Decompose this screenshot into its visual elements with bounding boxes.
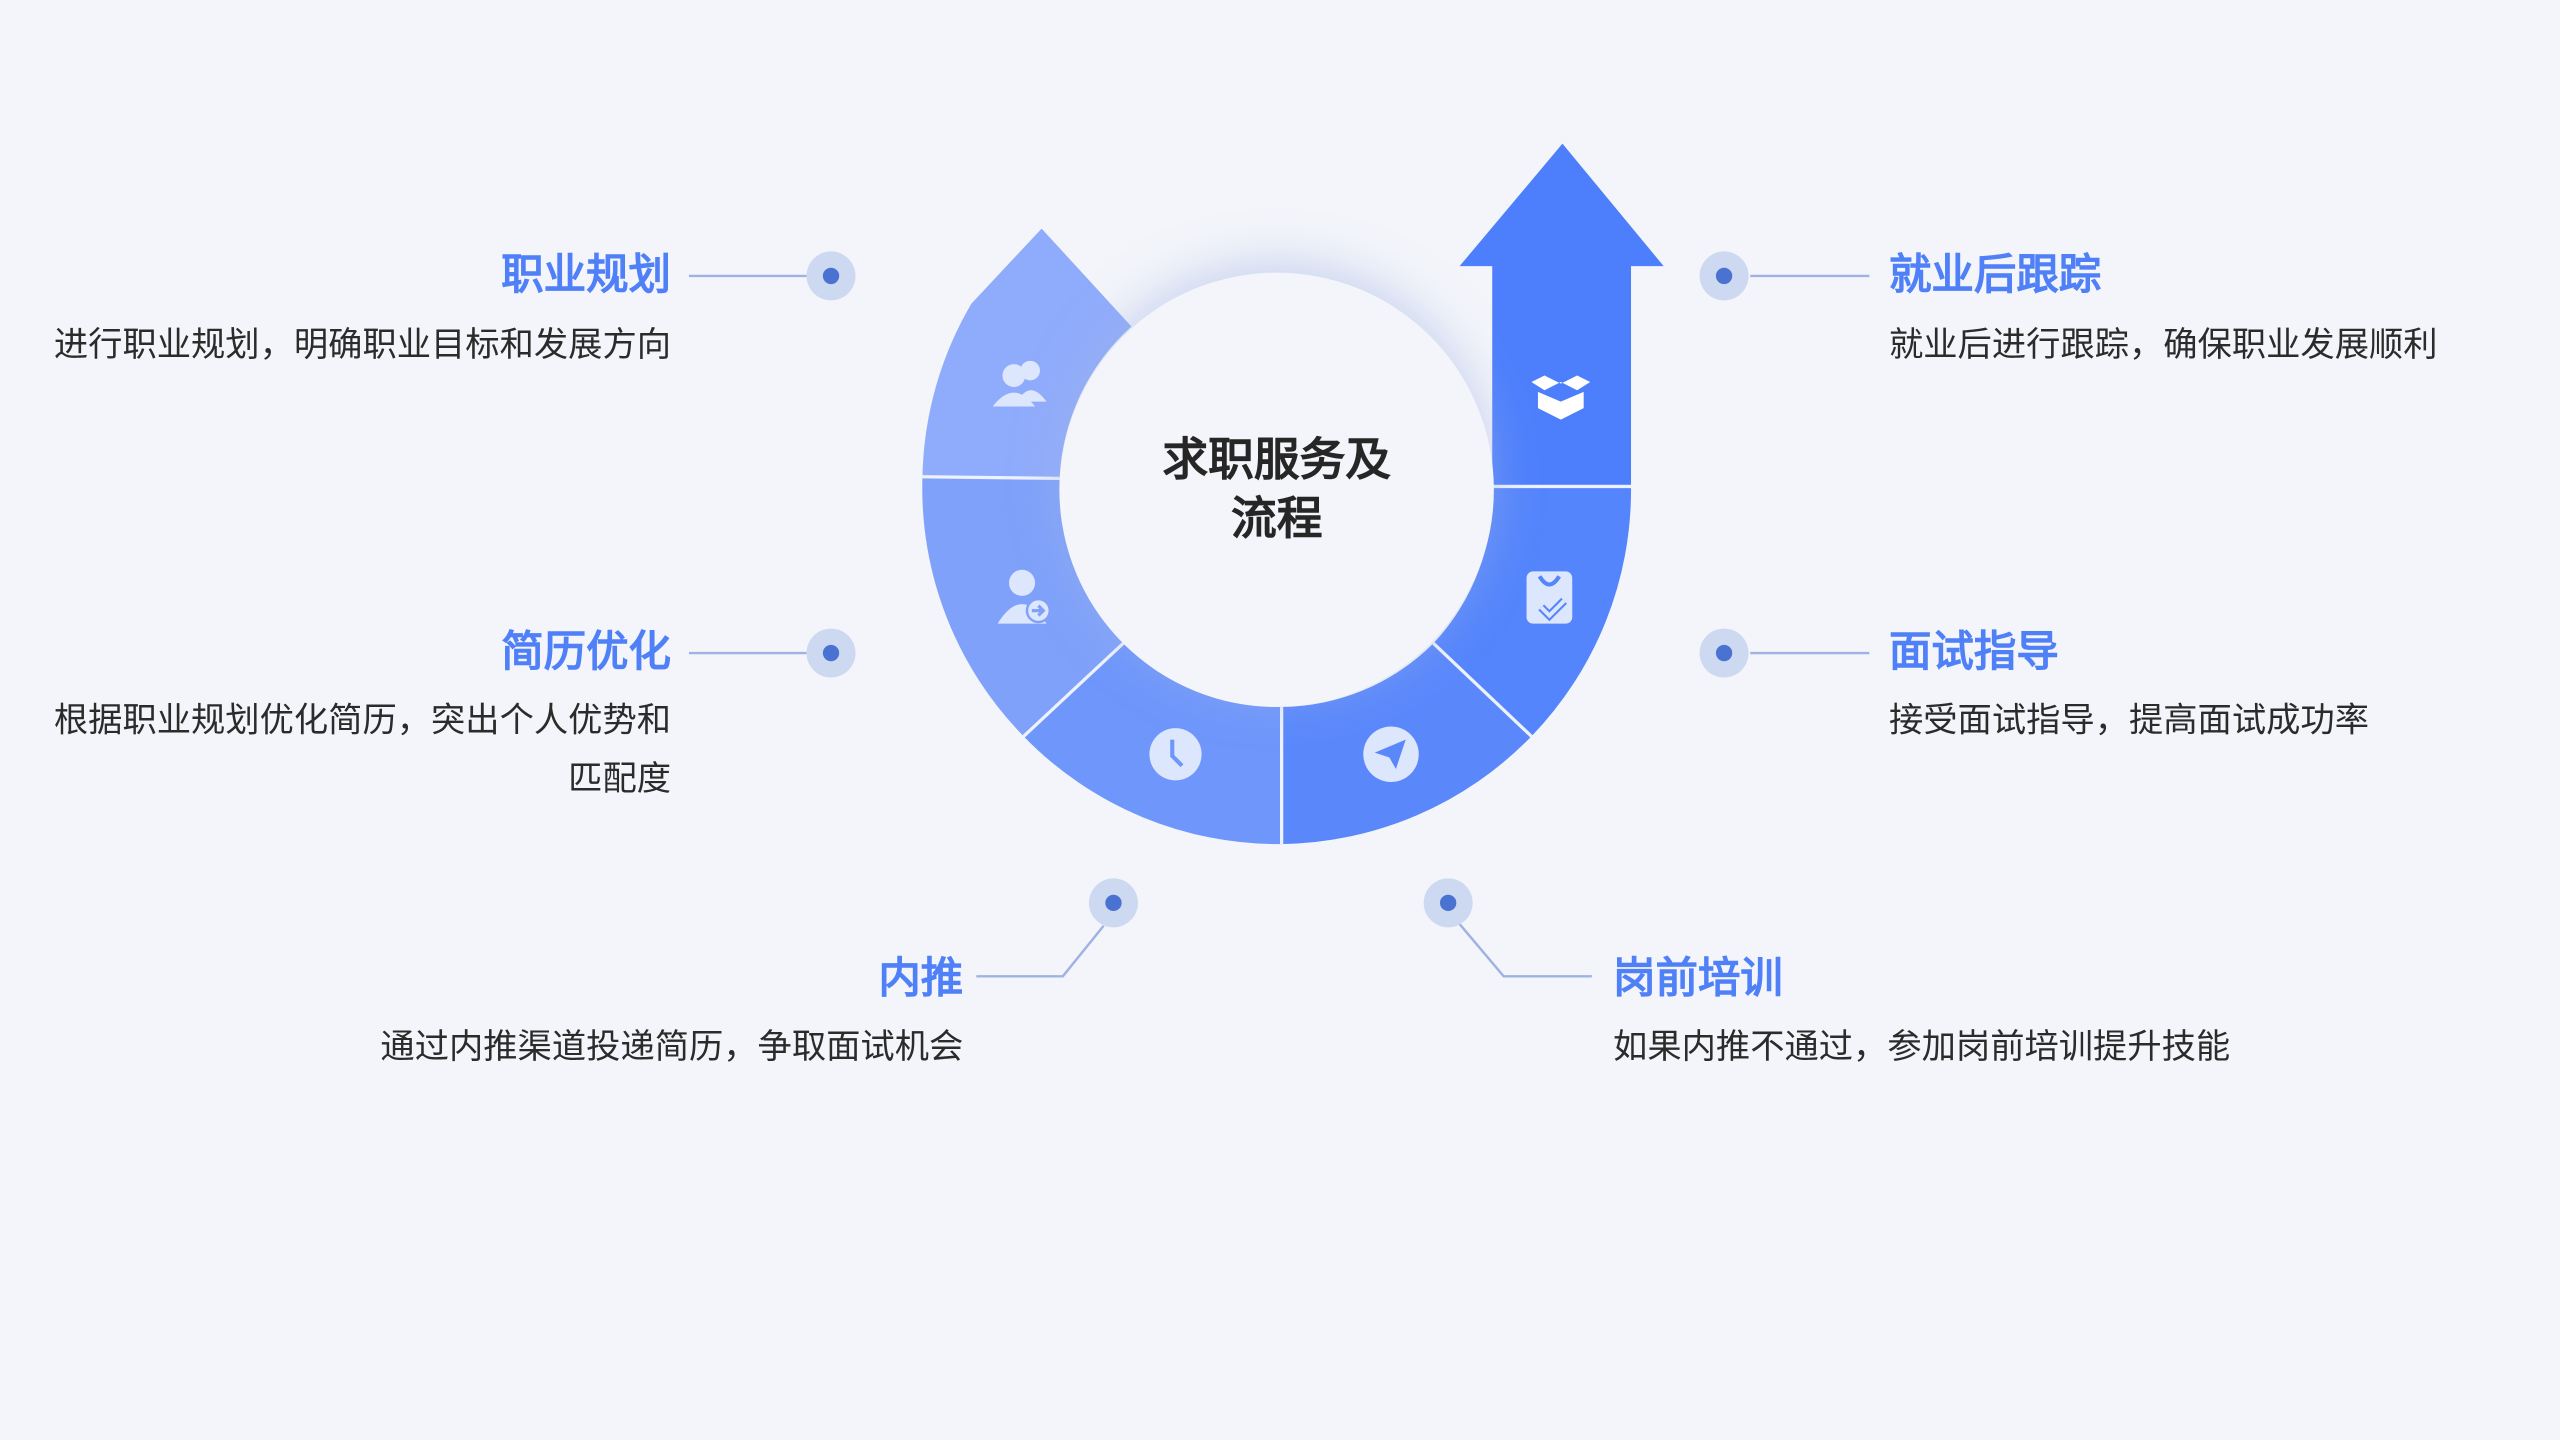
clock-icon — [1149, 728, 1202, 781]
step-title-career-planning: 职业规划 — [501, 251, 672, 301]
open-box-icon — [1531, 375, 1591, 420]
connector-tracking — [1699, 251, 1870, 301]
users-icon — [992, 360, 1047, 407]
center-title: 求职服务及 流程 — [1113, 431, 1440, 549]
connector-interview — [1699, 628, 1870, 678]
paper-plane-icon — [1363, 726, 1419, 783]
step-desc-tracking: 就业后进行跟踪，确保职业发展顺利 — [1888, 324, 2438, 365]
bag-check-icon — [1526, 571, 1573, 624]
step-title-training: 岗前培训 — [1613, 955, 1783, 1005]
step-title-interview: 面试指导 — [1888, 628, 2059, 678]
step-desc-resume: 根据职业规划优化简历，突出个人优势和匹配度 — [53, 700, 672, 799]
step-desc-referral: 通过内推渠道投递简历，争取面试机会 — [380, 1026, 964, 1067]
segment-tracking-arrow — [1459, 143, 1664, 485]
connector-training — [1423, 878, 1592, 978]
center-circle — [1059, 272, 1494, 707]
step-desc-interview: 接受面试指导，提高面试成功率 — [1888, 700, 2369, 740]
connector-resume — [688, 628, 856, 678]
step-title-resume: 简历优化 — [501, 628, 672, 678]
segment-dividers — [922, 475, 1632, 845]
user-arrow-icon — [997, 569, 1052, 624]
connector-referral — [976, 878, 1138, 978]
step-title-referral: 内推 — [878, 955, 964, 1005]
segment-career-planning — [922, 228, 1132, 479]
step-desc-career-planning: 进行职业规划，明确职业目标和发展方向 — [53, 324, 672, 365]
connector-career-planning — [688, 251, 856, 301]
step-title-tracking: 就业后跟踪 — [1888, 251, 2102, 301]
step-desc-training: 如果内推不通过，参加岗前培训提升技能 — [1613, 1026, 2231, 1067]
center-title-line1: 求职服务及 — [1162, 432, 1392, 487]
center-title-line2: 流程 — [1230, 491, 1323, 546]
